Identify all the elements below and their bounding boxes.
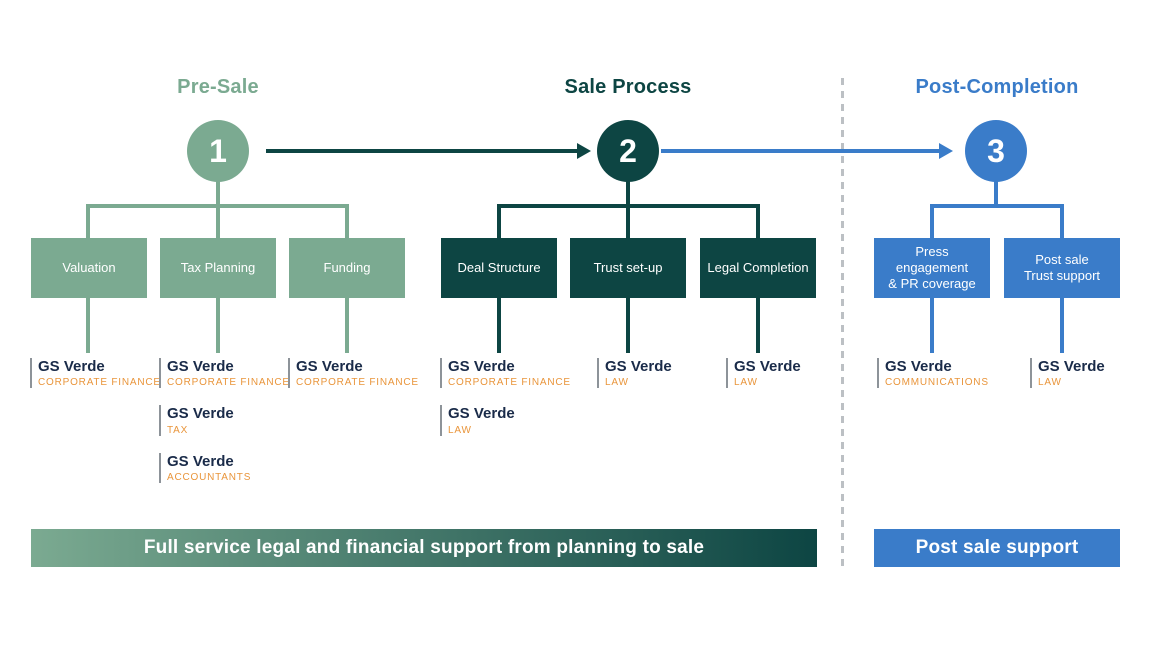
process-box-deal-structure: Deal Structure — [441, 238, 557, 298]
division-name: CORPORATE FINANCE — [167, 377, 290, 389]
lockup-bar — [159, 358, 161, 389]
post-sale-footer-label: Post sale support — [915, 537, 1079, 558]
lockup-bar — [30, 358, 32, 389]
brand-name: GS Verde — [448, 405, 515, 423]
division-name: TAX — [167, 424, 189, 436]
service-lockup: GS Verde LAW — [597, 358, 672, 389]
brand-name: GS Verde — [448, 358, 515, 375]
lockup-bar — [1030, 358, 1032, 389]
division-name: LAW — [605, 377, 629, 389]
division-name: LAW — [448, 424, 472, 436]
connector-drop-valuation — [86, 204, 90, 238]
arrow-line-phase2-to-phase3 — [661, 149, 940, 153]
connector-drop-legal-completion — [756, 204, 760, 238]
service-lockup: GS Verde TAX — [159, 405, 234, 436]
service-column-funding: GS Verde CORPORATE FINANCE — [288, 358, 419, 389]
dropline-press-engagement — [930, 298, 934, 353]
brand-name: GS Verde — [167, 405, 234, 423]
service-column-press-engagement: GS Verde COMMUNICATIONS — [877, 358, 989, 389]
service-column-trust-set-up: GS Verde LAW — [597, 358, 672, 389]
service-lockup: GS Verde CORPORATE FINANCE — [159, 358, 290, 389]
connector-drop-funding — [345, 204, 349, 238]
lockup-bar — [726, 358, 728, 389]
lockup-bar — [440, 405, 442, 436]
lockup-bar — [440, 358, 442, 389]
division-name: CORPORATE FINANCE — [448, 377, 571, 389]
post-sale-footer-bar: Post sale support — [874, 529, 1120, 567]
phase-title-pre-sale: Pre-Sale — [177, 76, 259, 98]
division-name: CORPORATE FINANCE — [296, 377, 419, 389]
arrow-line-phase1-to-phase2 — [266, 149, 578, 153]
phase-title-sale-process: Sale Process — [564, 76, 692, 98]
connector-stem-phase1 — [216, 180, 220, 238]
process-box-valuation: Valuation — [31, 238, 147, 298]
lockup-bar — [159, 452, 161, 483]
connector-drop-press — [930, 204, 934, 238]
division-name: COMMUNICATIONS — [885, 377, 989, 389]
connector-crossbar-phase1 — [86, 204, 349, 208]
phase-number-3: 3 — [987, 132, 1005, 169]
service-column-valuation: GS Verde CORPORATE FINANCE — [30, 358, 161, 389]
connector-crossbar-phase3 — [930, 204, 1064, 208]
service-lockup: GS Verde LAW — [440, 405, 515, 436]
phase-separator-dashed-line — [841, 78, 844, 570]
brand-name: GS Verde — [885, 358, 952, 375]
lockup-bar — [288, 358, 290, 389]
service-column-post-sale-trust-support: GS Verde LAW — [1030, 358, 1105, 389]
brand-name: GS Verde — [296, 358, 363, 375]
process-box-funding: Funding — [289, 238, 405, 298]
service-lockup: GS Verde COMMUNICATIONS — [877, 358, 989, 389]
service-column-deal-structure: GS Verde CORPORATE FINANCE GS Verde LAW — [440, 358, 571, 436]
lockup-bar — [877, 358, 879, 389]
division-name: ACCOUNTANTS — [167, 471, 252, 483]
connector-drop-deal-structure — [497, 204, 501, 238]
dropline-deal-structure — [497, 298, 501, 353]
dropline-trust-set-up — [626, 298, 630, 353]
process-box-post-sale-trust-support: Post sale Trust support — [1004, 238, 1120, 298]
brand-name: GS Verde — [167, 452, 234, 470]
pre-sale-footer-bar: Full service legal and financial support… — [31, 529, 817, 567]
process-box-press-engagement: Press engagement & PR coverage — [874, 238, 990, 298]
dropline-post-sale-trust-support — [1060, 298, 1064, 353]
service-lockup: GS Verde CORPORATE FINANCE — [440, 358, 571, 389]
brand-name: GS Verde — [167, 358, 234, 375]
brand-name: GS Verde — [1038, 358, 1105, 375]
service-column-legal-completion: GS Verde LAW — [726, 358, 801, 389]
lockup-bar — [159, 405, 161, 436]
service-lockup: GS Verde CORPORATE FINANCE — [30, 358, 161, 389]
brand-name: GS Verde — [734, 358, 801, 375]
phase-number-2: 2 — [619, 132, 637, 169]
lockup-bar — [597, 358, 599, 389]
service-lockup: GS Verde LAW — [1030, 358, 1105, 389]
pre-sale-footer-label: Full service legal and financial support… — [143, 537, 705, 558]
division-name: CORPORATE FINANCE — [38, 377, 161, 389]
service-lockup: GS Verde ACCOUNTANTS — [159, 452, 252, 483]
service-column-tax-planning: GS Verde CORPORATE FINANCE GS Verde TAX … — [159, 358, 290, 483]
dropline-legal-completion — [756, 298, 760, 353]
connector-stem-phase2 — [626, 180, 630, 238]
division-name: LAW — [734, 377, 758, 389]
dropline-valuation — [86, 298, 90, 353]
phase-circle-3: 3 — [965, 120, 1027, 182]
dropline-tax-planning — [216, 298, 220, 353]
arrow-head-phase1-to-phase2 — [577, 143, 591, 159]
brand-name: GS Verde — [605, 358, 672, 375]
division-name: LAW — [1038, 377, 1062, 389]
process-box-tax-planning: Tax Planning — [160, 238, 276, 298]
brand-name: GS Verde — [38, 358, 105, 375]
phase-number-1: 1 — [209, 132, 227, 169]
service-lockup: GS Verde LAW — [726, 358, 801, 389]
phase-circle-1: 1 — [187, 120, 249, 182]
process-box-legal-completion: Legal Completion — [700, 238, 816, 298]
connector-crossbar-phase2 — [497, 204, 760, 208]
connector-stem-phase3 — [994, 180, 998, 208]
dropline-funding — [345, 298, 349, 353]
phase-title-post-completion: Post-Completion — [915, 76, 1079, 98]
phase-circle-2: 2 — [597, 120, 659, 182]
service-lockup: GS Verde CORPORATE FINANCE — [288, 358, 419, 389]
arrow-head-phase2-to-phase3 — [939, 143, 953, 159]
connector-drop-post-sale — [1060, 204, 1064, 238]
process-box-trust-set-up: Trust set-up — [570, 238, 686, 298]
